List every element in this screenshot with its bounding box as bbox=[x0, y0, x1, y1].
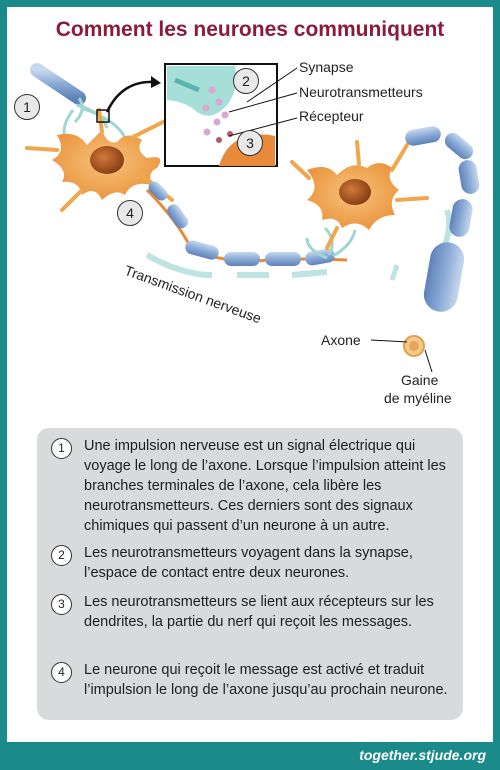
first-axon bbox=[145, 181, 357, 266]
steps-panel: 1 Une impulsion nerveuse est un signal é… bbox=[37, 428, 463, 720]
receiving-neuron bbox=[290, 140, 429, 250]
step-1: 1 Une impulsion nerveuse est un signal é… bbox=[51, 436, 453, 536]
neuron-illustration bbox=[25, 63, 480, 373]
label-receptor: Récepteur bbox=[299, 108, 364, 124]
label-synapse: Synapse bbox=[299, 59, 354, 75]
marker-3: 3 bbox=[237, 130, 263, 156]
step-text-2: Les neurotransmetteurs voyagent dans la … bbox=[84, 545, 413, 581]
step-number-4: 4 bbox=[51, 662, 72, 683]
step-number-2: 2 bbox=[51, 545, 72, 566]
second-axon bbox=[403, 126, 480, 357]
step-text-4: Le neurone qui reçoit le message est act… bbox=[84, 662, 448, 698]
myelin-pointer bbox=[424, 349, 433, 373]
step-number-3: 3 bbox=[51, 594, 72, 615]
footer-bar: together.stjude.org bbox=[0, 742, 500, 770]
label-axon: Axone bbox=[321, 332, 361, 348]
label-neurotransmitters: Neurotransmetteurs bbox=[299, 84, 423, 100]
marker-4: 4 bbox=[117, 200, 143, 226]
transmission-arrows bbox=[145, 209, 453, 281]
axon-pointer bbox=[370, 339, 408, 343]
incoming-axon bbox=[30, 63, 127, 143]
label-myelin-line2: de myéline bbox=[384, 390, 452, 406]
page-title: Comment les neurones communiquent bbox=[55, 18, 445, 41]
marker-2: 2 bbox=[233, 68, 259, 94]
step-number-1: 1 bbox=[51, 438, 72, 459]
step-2: 2 Les neurotransmetteurs voyagent dans l… bbox=[51, 543, 453, 583]
step-3: 3 Les neurotransmetteurs se lient aux ré… bbox=[51, 592, 453, 632]
label-myelin-line1: Gaine bbox=[401, 372, 439, 388]
step-4: 4 Le neurone qui reçoit le message est a… bbox=[51, 660, 453, 700]
marker-1: 1 bbox=[14, 94, 40, 120]
step-text-1: Une impulsion nerveuse est un signal éle… bbox=[84, 438, 446, 534]
step-text-3: Les neurotransmetteurs se lient aux réce… bbox=[84, 594, 434, 630]
footer-link[interactable]: together.stjude.org bbox=[359, 747, 486, 763]
